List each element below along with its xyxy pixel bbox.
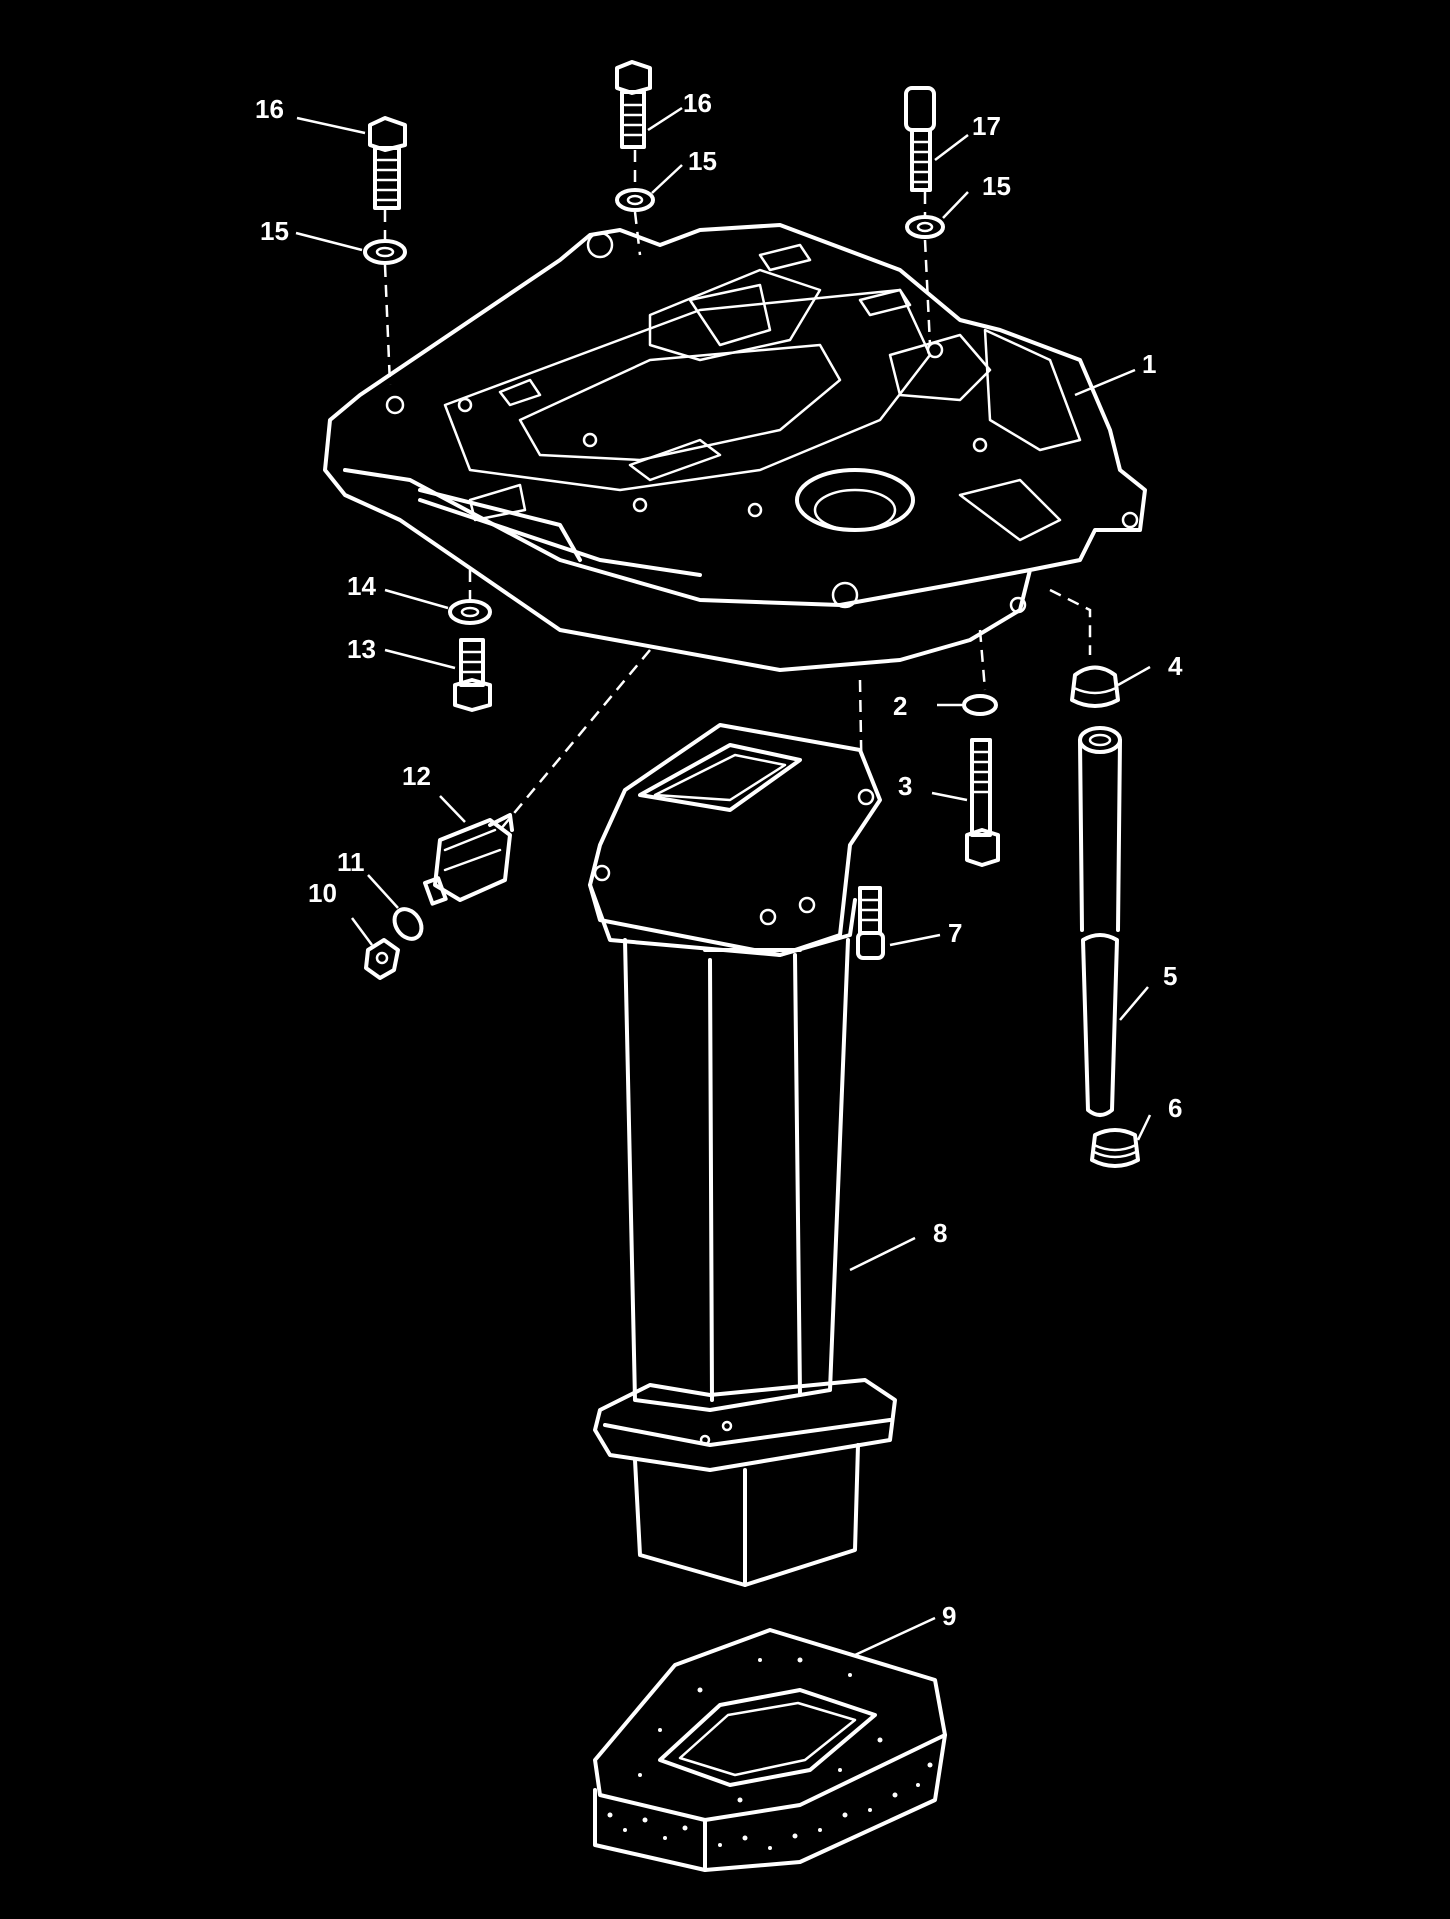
washer-part-15-right <box>905 215 945 239</box>
washer-part-2 <box>962 694 998 716</box>
bolt-part-13 <box>453 638 492 712</box>
callout-14: 14 <box>347 571 376 601</box>
grommet-part-4 <box>1070 665 1120 708</box>
grommet-part-6 <box>1090 1128 1140 1168</box>
callout-7: 7 <box>948 918 962 948</box>
washer-part-14 <box>448 599 492 625</box>
callout-17: 17 <box>972 111 1001 141</box>
callout-4: 4 <box>1168 651 1183 681</box>
bolt-part-16-center <box>615 60 652 149</box>
bolt-part-16-left <box>368 116 407 210</box>
callout-15-right: 15 <box>982 171 1011 201</box>
screw-part-17 <box>904 86 936 192</box>
callout-12: 12 <box>402 761 431 791</box>
callout-11: 11 <box>337 847 365 877</box>
callout-labels: 16 15 16 15 17 15 1 4 2 3 5 6 7 8 9 10 1… <box>255 88 1183 1631</box>
callout-1: 1 <box>1142 349 1156 379</box>
mount-part-12 <box>423 813 514 906</box>
callout-8: 8 <box>933 1218 947 1248</box>
nut-part-10 <box>364 938 400 980</box>
callout-16-left: 16 <box>255 94 284 124</box>
callout-5: 5 <box>1163 961 1177 991</box>
washer-part-15-center <box>615 188 655 212</box>
callout-16-center: 16 <box>683 88 712 118</box>
leader-lines <box>295 106 1152 1657</box>
callout-15-center: 15 <box>688 146 717 176</box>
screw-part-7 <box>856 886 885 960</box>
washer-part-11 <box>392 907 424 941</box>
adapter-plate-part-1 <box>323 223 1147 672</box>
callout-9: 9 <box>942 1601 956 1631</box>
bolt-part-3 <box>965 738 1000 867</box>
callout-3: 3 <box>898 771 912 801</box>
washer-part-15-left <box>363 239 407 265</box>
alignment-lines <box>383 150 1092 831</box>
exhaust-tube-part-8 <box>588 723 897 1587</box>
callout-13: 13 <box>347 634 376 664</box>
callout-2: 2 <box>893 691 907 721</box>
seal-part-9 <box>593 1628 947 1872</box>
callout-6: 6 <box>1168 1093 1182 1123</box>
callout-10: 10 <box>308 878 337 908</box>
water-tube-part-5 <box>1078 726 1122 1117</box>
callout-15-left: 15 <box>260 216 289 246</box>
